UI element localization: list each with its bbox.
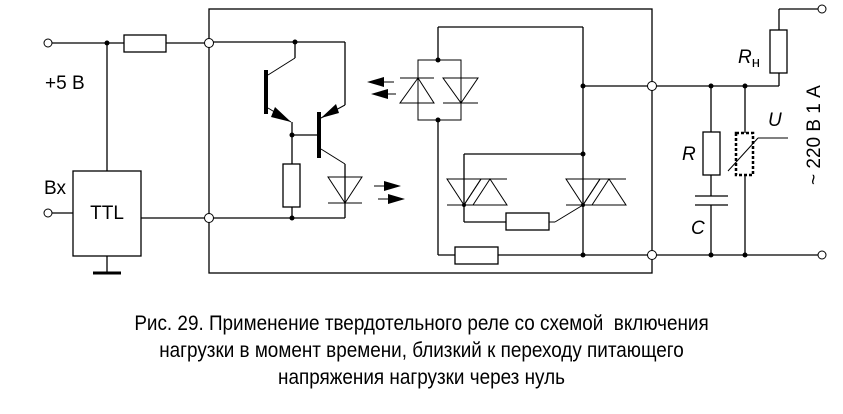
relay-terminal-out-1 (647, 81, 657, 91)
input-resistor (123, 34, 167, 53)
load-resistor (769, 29, 788, 74)
relay-terminal-in-minus (204, 213, 214, 223)
bias-resistor (282, 163, 301, 208)
ttl-label: TTL (90, 203, 124, 224)
mains-terminal-1 (817, 4, 827, 14)
input-terminal (43, 208, 53, 218)
photodiode-icon (399, 77, 435, 104)
light-arrow-icon (388, 194, 405, 204)
mains-terminal-2 (817, 250, 827, 260)
led-icon (327, 176, 363, 204)
supply-label: +5 В (45, 73, 85, 94)
supply-terminal (43, 38, 53, 48)
input-label: Вх (44, 178, 66, 199)
snubber-resistor-label: R (682, 144, 696, 165)
relay-terminal-in-plus (204, 38, 214, 48)
triac-network (438, 151, 652, 265)
series-resistor (454, 246, 499, 265)
load-resistor-label: Rн (738, 47, 760, 71)
mains-label: ~ 220 В 1 А (804, 85, 825, 185)
relay-enclosure (208, 8, 653, 274)
varistor (734, 131, 755, 177)
light-arrow-icon (371, 89, 388, 99)
varistor-label: U (768, 110, 782, 131)
figure-caption: Рис. 29. Применение твердотельного реле … (42, 310, 801, 391)
load-circuit: Rн R C U ~ 220 В 1 А (656, 4, 827, 260)
gate-resistor (505, 212, 550, 231)
relay-input-side (209, 39, 405, 221)
caption-line: нагрузки в момент времени, близкий к пер… (159, 339, 684, 362)
caption-line: Рис. 29. Применение твердотельного реле … (134, 312, 709, 335)
caption-line: напряжения нагрузки через нуль (278, 366, 565, 389)
photodiode-icon (442, 77, 479, 104)
input-circuit: TTL +5 В Вх (43, 34, 205, 275)
photo-detector (367, 26, 652, 255)
light-arrow-icon (384, 181, 401, 191)
light-arrow-icon (367, 77, 384, 87)
snubber-resistor (702, 131, 721, 176)
relay-terminal-out-2 (647, 250, 657, 260)
snubber-capacitor-label: C (691, 218, 705, 239)
